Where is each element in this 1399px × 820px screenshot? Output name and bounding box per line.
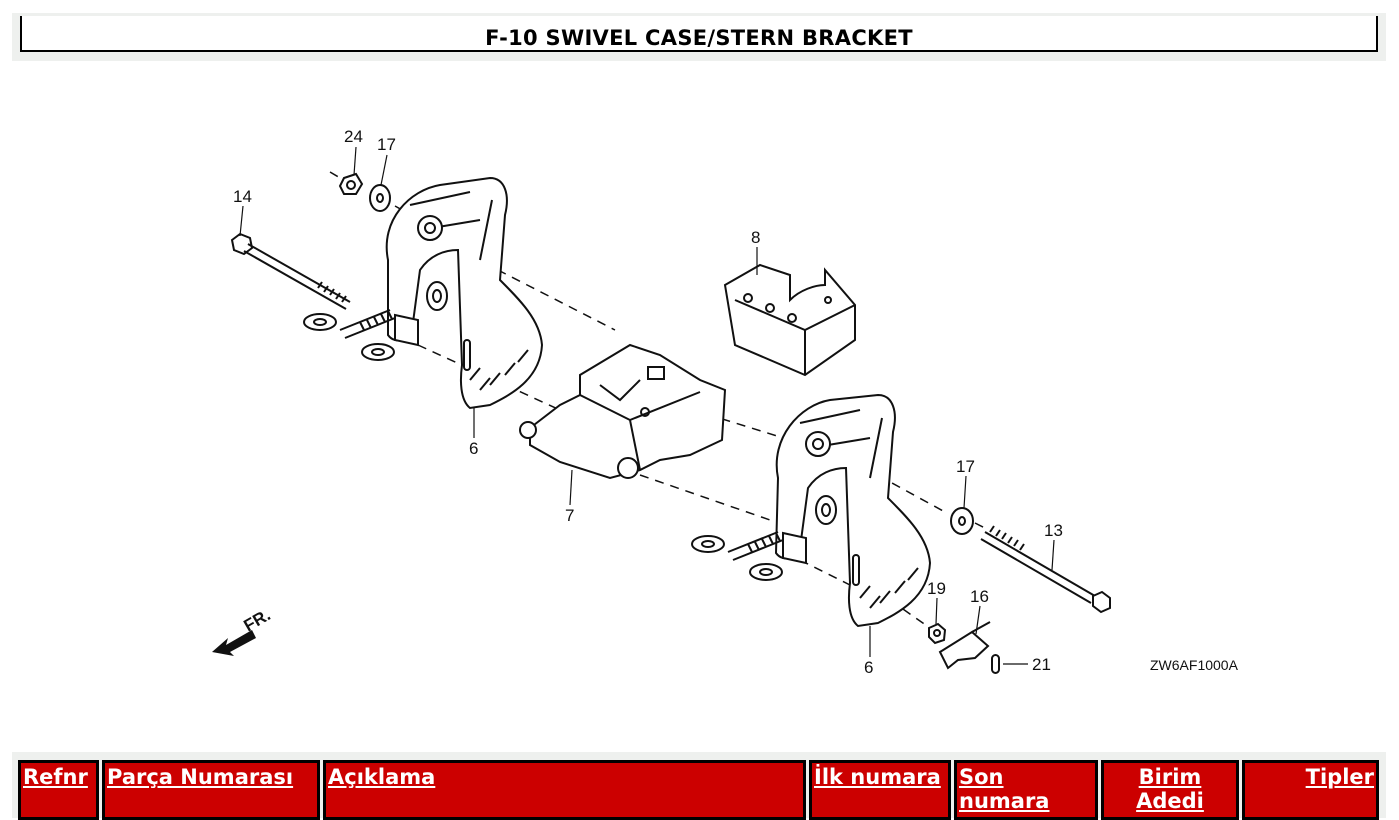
- callout-19: 19: [927, 579, 946, 598]
- callout-14: 14: [233, 187, 252, 206]
- nut-24: [338, 172, 364, 195]
- callout-8: 8: [751, 228, 760, 247]
- col-part-number: Parça Numarası: [102, 760, 320, 820]
- parts-diagram: 24 17 14 8 6 7 17 13 19 16 21 6 FR. ZW6A…: [212, 127, 1239, 677]
- bolt-14: [230, 232, 351, 310]
- title-box: F-10 SWIVEL CASE/STERN BRACKET: [20, 16, 1378, 52]
- bolt-13: [980, 525, 1111, 614]
- nut-19: [928, 622, 947, 645]
- page-title: F-10 SWIVEL CASE/STERN BRACKET: [485, 26, 913, 50]
- callout-16: 16: [970, 587, 989, 606]
- sort-types-link[interactable]: Tipler: [1305, 765, 1374, 789]
- swivel-case-7: [519, 343, 727, 480]
- clamp-screw-upper: [303, 309, 396, 361]
- sort-last-number-link[interactable]: Son numara: [959, 765, 1050, 813]
- col-refnr: Refnr: [18, 760, 99, 820]
- washer-17-top: [369, 184, 391, 212]
- stern-bracket-lower: [774, 393, 932, 628]
- callout-13: 13: [1044, 521, 1063, 540]
- callout-7: 7: [565, 506, 574, 525]
- washer-17-right: [950, 507, 974, 535]
- col-unit-qty: Birim Adedi: [1101, 760, 1239, 820]
- callout-17-top: 17: [377, 135, 396, 154]
- front-direction-arrow: [212, 630, 256, 656]
- sort-unit-qty-link[interactable]: Birim Adedi: [1136, 765, 1204, 813]
- stern-bracket-upper: [385, 176, 544, 410]
- pin-21: [991, 654, 1000, 674]
- sort-first-number-link[interactable]: İlk numara: [814, 765, 941, 789]
- sort-refnr-link[interactable]: Refnr: [23, 765, 88, 789]
- block-8: [723, 263, 856, 377]
- clamp-screw-lower: [691, 531, 784, 581]
- front-label: FR.: [241, 605, 274, 635]
- col-first-number: İlk numara: [809, 760, 951, 820]
- callout-6-top: 6: [469, 439, 478, 458]
- callout-17-right: 17: [956, 457, 975, 476]
- col-description: Açıklama: [323, 760, 806, 820]
- callout-21: 21: [1032, 655, 1051, 674]
- callout-6-bottom: 6: [864, 658, 873, 677]
- callout-24: 24: [344, 127, 363, 146]
- drawing-code: ZW6AF1000A: [1150, 657, 1239, 673]
- col-last-number: Son numara: [954, 760, 1098, 820]
- sort-part-number-link[interactable]: Parça Numarası: [107, 765, 294, 789]
- col-types: Tipler: [1242, 760, 1379, 820]
- lever-16: [938, 621, 991, 670]
- sort-description-link[interactable]: Açıklama: [328, 765, 436, 789]
